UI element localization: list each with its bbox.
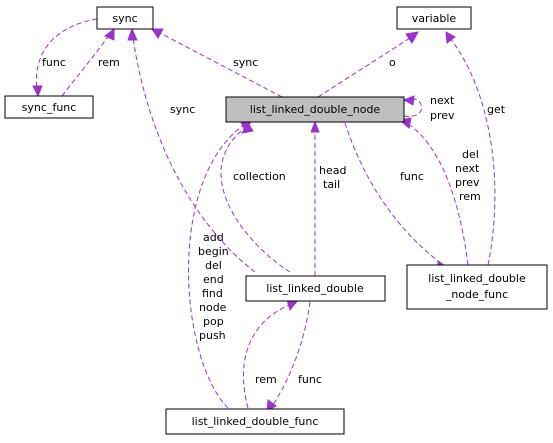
arrowhead-node-self bbox=[402, 95, 415, 106]
node-list-linked-double-node-label: list_linked_double_node bbox=[250, 103, 381, 116]
node-sync[interactable]: sync bbox=[96, 6, 154, 30]
label-func-node-pop: pop bbox=[203, 315, 224, 328]
edge-nodefunc-node bbox=[407, 123, 469, 266]
edge-node-nodefunc bbox=[344, 122, 443, 265]
edge-labels: func rem sync o next prev sync collectio… bbox=[42, 56, 506, 386]
edge-double-node-collection bbox=[220, 127, 291, 273]
label-double-head: head bbox=[319, 164, 346, 177]
label-nodefunc-get: get bbox=[487, 103, 506, 116]
edge-sync-sync-func bbox=[35, 18, 98, 91]
label-func-double-rem: rem bbox=[255, 373, 277, 386]
edge-node-sync bbox=[159, 32, 283, 98]
node-variable[interactable]: variable bbox=[396, 6, 472, 30]
edges bbox=[32, 18, 496, 412]
arrowhead-double-node-headtail bbox=[310, 120, 320, 133]
node-list-linked-double-node-func-label-2: _node_func bbox=[445, 288, 508, 301]
label-node-variable: o bbox=[389, 56, 396, 69]
label-func-node-begin: begin bbox=[198, 245, 229, 258]
label-nodefunc-prev: prev bbox=[455, 176, 480, 189]
arrowhead-node-sync bbox=[151, 28, 164, 39]
label-double-sync: sync bbox=[170, 103, 195, 116]
node-list-linked-double-node-func-label-1: list_linked_double bbox=[428, 272, 526, 285]
node-sync-func[interactable]: sync_func bbox=[4, 95, 94, 119]
node-list-linked-double-node-func[interactable]: list_linked_double _node_func bbox=[406, 264, 548, 310]
label-func-node-del: del bbox=[205, 259, 222, 272]
arrowhead-nodefunc-variable bbox=[445, 31, 456, 44]
arrowhead-double-sync bbox=[127, 27, 138, 41]
label-double-func: func bbox=[298, 373, 322, 386]
label-sync-func: func bbox=[42, 56, 66, 69]
edge-nodefunc-variable bbox=[449, 37, 496, 266]
edge-func-node bbox=[188, 123, 246, 409]
label-node-func: func bbox=[400, 170, 424, 183]
label-func-node-find: find bbox=[202, 287, 223, 300]
node-list-linked-double-func-label: list_linked_double_func bbox=[192, 415, 319, 428]
arrowhead-sync-func bbox=[32, 85, 43, 98]
arrowhead-node-variable bbox=[405, 31, 419, 44]
arrowhead-sync-rem bbox=[104, 27, 115, 41]
node-list-linked-double-func[interactable]: list_linked_double_func bbox=[165, 408, 345, 435]
label-nodefunc-next: next bbox=[455, 162, 480, 175]
node-sync-func-label: sync_func bbox=[22, 101, 77, 114]
node-variable-label: variable bbox=[412, 12, 457, 25]
node-list-linked-double[interactable]: list_linked_double bbox=[245, 275, 386, 302]
node-list-linked-double-label: list_linked_double bbox=[266, 282, 364, 295]
label-nodefunc-del: del bbox=[462, 148, 479, 161]
label-self-prev: prev bbox=[430, 109, 455, 122]
edge-node-variable bbox=[317, 37, 411, 98]
label-func-node-push: push bbox=[199, 329, 226, 342]
label-node-sync: sync bbox=[233, 56, 258, 69]
edge-double-sync bbox=[132, 37, 256, 273]
label-func-node-add: add bbox=[203, 231, 224, 244]
label-double-collection: collection bbox=[233, 170, 286, 183]
node-sync-label: sync bbox=[112, 12, 137, 25]
nodes: sync variable sync_func list_linked_doub… bbox=[4, 6, 548, 435]
label-double-tail: tail bbox=[323, 178, 340, 191]
edge-func-double bbox=[242, 303, 293, 409]
label-nodefunc-rem: rem bbox=[459, 190, 481, 203]
label-func-node-node: node bbox=[199, 301, 227, 314]
edge-double-func bbox=[271, 301, 311, 407]
label-func-node-group: add begin del end find node pop push bbox=[198, 231, 229, 342]
label-sync-rem: rem bbox=[98, 56, 120, 69]
label-func-node-end: end bbox=[203, 273, 224, 286]
node-list-linked-double-node[interactable]: list_linked_double_node bbox=[225, 96, 405, 123]
label-self-next: next bbox=[430, 94, 455, 107]
